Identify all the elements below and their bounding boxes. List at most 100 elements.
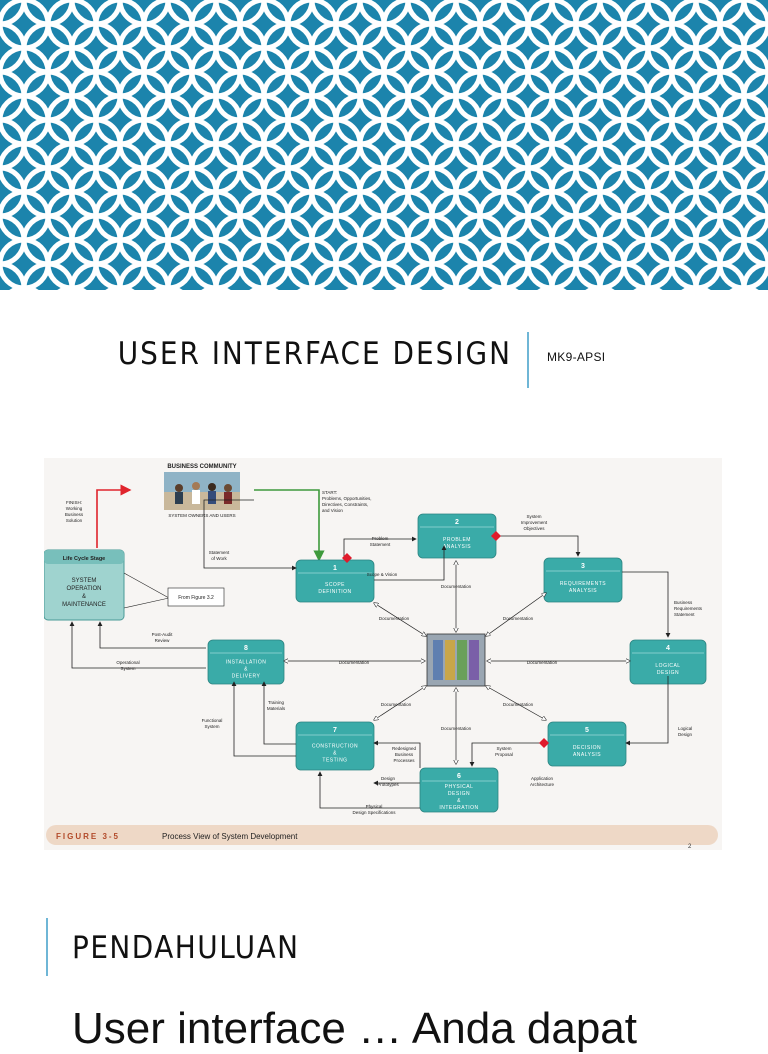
svg-text:and Vision: and Vision <box>322 508 343 513</box>
phase-number: 5 <box>585 727 589 734</box>
svg-text:Design: Design <box>678 732 693 737</box>
svg-text:Materials: Materials <box>267 706 286 711</box>
svg-text:Documentation: Documentation <box>381 702 412 707</box>
callout-line <box>123 572 170 599</box>
documentation-arrows <box>284 561 630 764</box>
phase-boxes: 1SCOPEDEFINITION2PROBLEMANALYSIS3REQUIRE… <box>207 513 707 813</box>
svg-text:Problems, Opportunities,: Problems, Opportunities, <box>322 496 372 501</box>
svg-text:Documentation: Documentation <box>339 660 370 665</box>
svg-text:Documentation: Documentation <box>441 584 472 589</box>
svg-text:Statement: Statement <box>370 542 391 547</box>
lifecycle-stage-label: Life Cycle Stage <box>63 556 106 562</box>
svg-text:Statement: Statement <box>209 550 230 555</box>
svg-text:Processes: Processes <box>393 758 415 763</box>
svg-text:Design Specifications: Design Specifications <box>352 810 396 815</box>
phase-label: ANALYSIS <box>443 544 471 550</box>
title-divider <box>527 332 529 388</box>
phase-label: INTEGRATION <box>439 805 478 811</box>
phase-number: 7 <box>333 727 337 734</box>
phase-number: 2 <box>455 519 459 526</box>
phase-label: SCOPE <box>325 582 345 588</box>
svg-text:Documentation: Documentation <box>503 702 534 707</box>
decorative-pattern-banner <box>0 0 768 290</box>
svg-text:Documentation: Documentation <box>379 616 410 621</box>
phase-label: ANALYSIS <box>573 752 601 758</box>
owners-users-label: SYSTEM OWNERS AND USERS <box>168 513 235 518</box>
caption-figure-number: FIGURE 3-5 <box>56 832 120 841</box>
svg-text:Logical: Logical <box>678 726 692 731</box>
svg-text:Training: Training <box>268 700 285 705</box>
svg-text:Documentation: Documentation <box>441 726 472 731</box>
phase-label: DESIGN <box>448 791 470 797</box>
section-title: PENDAHULUAN <box>72 930 300 966</box>
phase-label: & <box>244 667 248 673</box>
phase-label: REQUIREMENTS <box>560 581 606 587</box>
from-figure-label: From Figure 3.2 <box>178 595 214 601</box>
flow-arrows <box>69 499 671 809</box>
from-figure-box <box>167 587 225 607</box>
svg-text:Design: Design <box>381 776 396 781</box>
svg-text:Scope & Vision: Scope & Vision <box>367 572 398 577</box>
body-text: User interface … Anda dapat <box>72 1004 637 1053</box>
process-diagram: BUSINESS COMMUNITY SYSTEM OWNERS AND USE… <box>44 458 722 850</box>
svg-text:Operational: Operational <box>116 660 139 665</box>
svg-text:Physical: Physical <box>366 804 383 809</box>
svg-text:Documentation: Documentation <box>527 660 558 665</box>
start-label: START:Problems, Opportunities,Directives… <box>322 490 372 513</box>
svg-text:System: System <box>526 514 541 519</box>
svg-text:Documentation: Documentation <box>503 616 534 621</box>
phase-label: ANALYSIS <box>569 588 597 594</box>
phase-label: DECISION <box>573 745 601 751</box>
phase-number: 4 <box>666 645 670 652</box>
phase-label: DESIGN <box>657 670 679 676</box>
svg-text:System: System <box>120 666 135 671</box>
svg-text:Business: Business <box>395 752 414 757</box>
svg-text:Directives, Constraints,: Directives, Constraints, <box>322 502 368 507</box>
lifecycle-stage-box: Life Cycle Stage SYSTEM OPERATION & MAIN… <box>44 549 125 621</box>
phase-label: INSTALLATION <box>226 660 267 666</box>
svg-text:of Work: of Work <box>211 556 227 561</box>
svg-text:Architecture: Architecture <box>530 782 555 787</box>
business-community-photo <box>164 472 240 510</box>
svg-text:Prototypes: Prototypes <box>377 782 399 787</box>
phase-number: 6 <box>457 773 461 780</box>
phase-label: CONSTRUCTION <box>312 744 358 750</box>
slide-subtitle: MK9-APSI <box>547 350 606 364</box>
slide-title: USER INTERFACE DESIGN <box>117 336 512 372</box>
svg-text:System: System <box>204 724 219 729</box>
phase-number: 1 <box>333 565 337 572</box>
phase-label: TESTING <box>322 758 347 764</box>
svg-text:System: System <box>496 746 511 751</box>
page-number: 2 <box>688 844 692 850</box>
decision-diamonds <box>342 531 549 748</box>
svg-text:FINISH:: FINISH: <box>66 500 82 505</box>
svg-text:Statement: Statement <box>674 612 695 617</box>
phase-number: 8 <box>244 645 248 652</box>
caption-text: Process View of System Development <box>162 832 298 841</box>
svg-text:SYSTEM: SYSTEM <box>72 578 97 584</box>
svg-text:Solution: Solution <box>66 518 83 523</box>
svg-text:MAINTENANCE: MAINTENANCE <box>62 602 106 608</box>
svg-text:Post-Audit: Post-Audit <box>152 632 174 637</box>
phase-label: PROBLEM <box>443 537 471 543</box>
start-arrow <box>254 489 325 562</box>
svg-text:Functional: Functional <box>202 718 223 723</box>
svg-text:Redesigned: Redesigned <box>392 746 417 751</box>
section-divider <box>46 918 48 976</box>
svg-text:Business: Business <box>674 600 693 605</box>
svg-text:OPERATION: OPERATION <box>67 586 102 592</box>
phase-label: PHYSICAL <box>445 784 474 790</box>
svg-text:Problem: Problem <box>372 536 389 541</box>
phase-label: DEFINITION <box>318 589 351 595</box>
phase-label: & <box>457 798 461 804</box>
svg-text:Proposal: Proposal <box>495 752 513 757</box>
phase-label: DELIVERY <box>232 674 261 680</box>
svg-text:Objectives: Objectives <box>523 526 545 531</box>
